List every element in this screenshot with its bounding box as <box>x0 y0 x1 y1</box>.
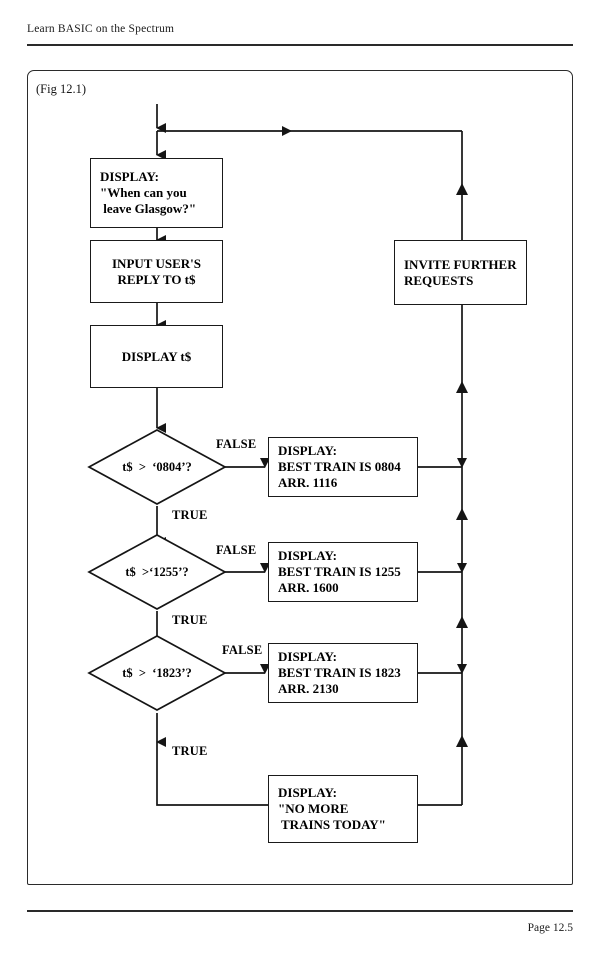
arrowhead-loopback-left <box>282 126 292 136</box>
node-line: DISPLAY t$ <box>121 348 192 364</box>
edge-label-true-0804: TRUE <box>172 508 208 522</box>
page-number: Page 12.5 <box>527 922 573 934</box>
node-no-more-trains[interactable]: DISPLAY: "NO MORE TRAINS TODAY" <box>268 775 418 843</box>
header-rule <box>27 44 573 46</box>
node-line: REPLY TO t$ <box>117 271 196 287</box>
arrowhead-bus-up-3 <box>456 508 468 520</box>
diamond-shape <box>87 635 227 711</box>
node-line: DISPLAY: <box>278 785 338 801</box>
node-line: INPUT USER'S <box>112 255 201 271</box>
edge-label-false-1255: FALSE <box>216 543 257 557</box>
node-train-1823[interactable]: DISPLAY: BEST TRAIN IS 1823 ARR. 2130 <box>268 643 418 703</box>
node-display-ts[interactable]: DISPLAY t$ <box>90 325 223 388</box>
arrowhead-bus-up-1 <box>456 735 468 747</box>
node-line: DISPLAY: <box>278 649 338 665</box>
node-line: "When can you <box>100 185 187 200</box>
node-line: BEST TRAIN IS 0804 <box>278 459 401 474</box>
arrowhead-bus-up-5 <box>456 183 468 195</box>
decision-label: t$ > ‘0804’? <box>122 459 192 474</box>
running-head: Learn BASIC on the Spectrum <box>27 23 175 35</box>
node-decision-1255[interactable]: t$ >‘1255’? <box>87 533 227 611</box>
return-bus-arrowheads <box>456 183 468 747</box>
node-line: DISPLAY: <box>100 169 160 185</box>
node-line: TRAINS TODAY" <box>278 816 386 832</box>
node-train-0804[interactable]: DISPLAY: BEST TRAIN IS 0804 ARR. 1116 <box>268 437 418 497</box>
node-train-1255[interactable]: DISPLAY: BEST TRAIN IS 1255 ARR. 1600 <box>268 542 418 602</box>
arrowhead-bus-up-4 <box>456 381 468 393</box>
node-line: BEST TRAIN IS 1823 <box>278 665 401 680</box>
node-line: ARR. 1600 <box>278 579 339 595</box>
node-line: DISPLAY: <box>278 548 338 564</box>
footer-rule <box>27 910 573 912</box>
node-decision-1823[interactable]: t$ > ‘1823’? <box>87 634 227 712</box>
node-display-prompt[interactable]: DISPLAY: "When can you leave Glasgow?" <box>90 158 223 228</box>
node-input-reply[interactable]: INPUT USER'S REPLY TO t$ <box>90 240 223 303</box>
node-decision-0804[interactable]: t$ > ‘0804’? <box>87 428 227 506</box>
node-invite-further[interactable]: INVITE FURTHER REQUESTS <box>394 240 527 305</box>
node-line: "NO MORE <box>278 801 349 816</box>
figure-caption: (Fig 12.1) <box>36 82 86 96</box>
decision-label: t$ > ‘1823’? <box>122 665 192 680</box>
diamond-shape <box>87 429 227 505</box>
edge-label-false-0804: FALSE <box>216 437 257 451</box>
diamond-shape <box>87 534 227 610</box>
node-line: leave Glasgow?" <box>100 200 197 216</box>
edge-label-true-1255: TRUE <box>172 613 208 627</box>
node-line: DISPLAY: <box>278 443 338 459</box>
node-line: ARR. 1116 <box>278 474 338 490</box>
node-line: REQUESTS <box>404 272 474 288</box>
node-line: ARR. 2130 <box>278 680 339 696</box>
edge-label-true-1823: TRUE <box>172 744 208 758</box>
node-line: INVITE FURTHER <box>404 256 517 272</box>
edge-true-to-no-more-trains <box>156 742 268 806</box>
decision-label: t$ >‘1255’? <box>125 564 189 579</box>
arrowhead-bus-up-2 <box>456 616 468 628</box>
edge-label-false-1823: FALSE <box>222 643 263 657</box>
node-line: BEST TRAIN IS 1255 <box>278 564 401 579</box>
